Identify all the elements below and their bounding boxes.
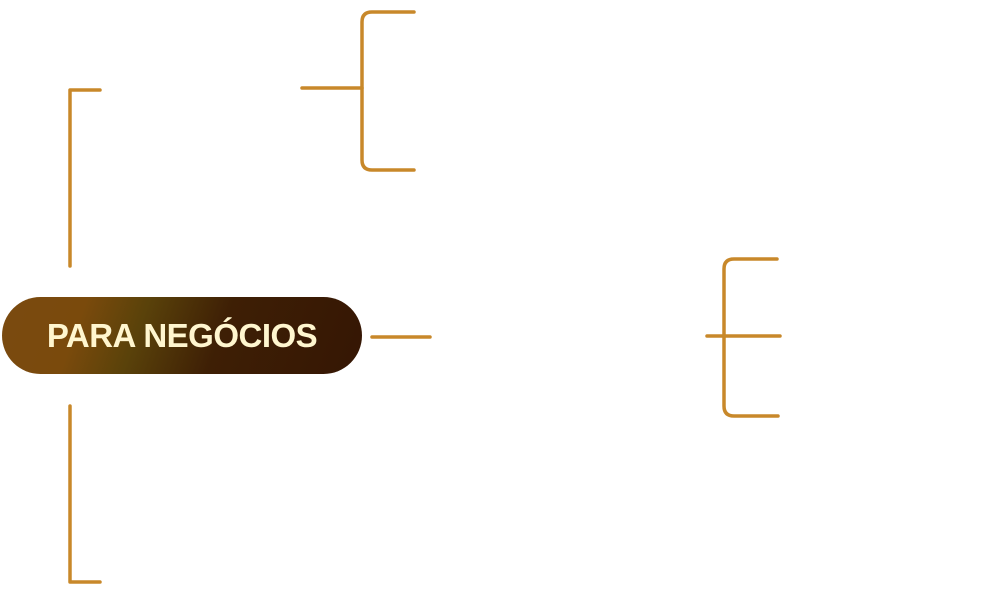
central-node-label: PARA NEGÓCIOS	[46, 316, 318, 354]
central-node: PARA NEGÓCIOS	[2, 297, 362, 374]
left-top-bracket	[68, 88, 102, 268]
top-branch-brace	[360, 10, 416, 172]
right-branch-brace	[722, 257, 780, 418]
left-bottom-bracket	[68, 404, 102, 584]
